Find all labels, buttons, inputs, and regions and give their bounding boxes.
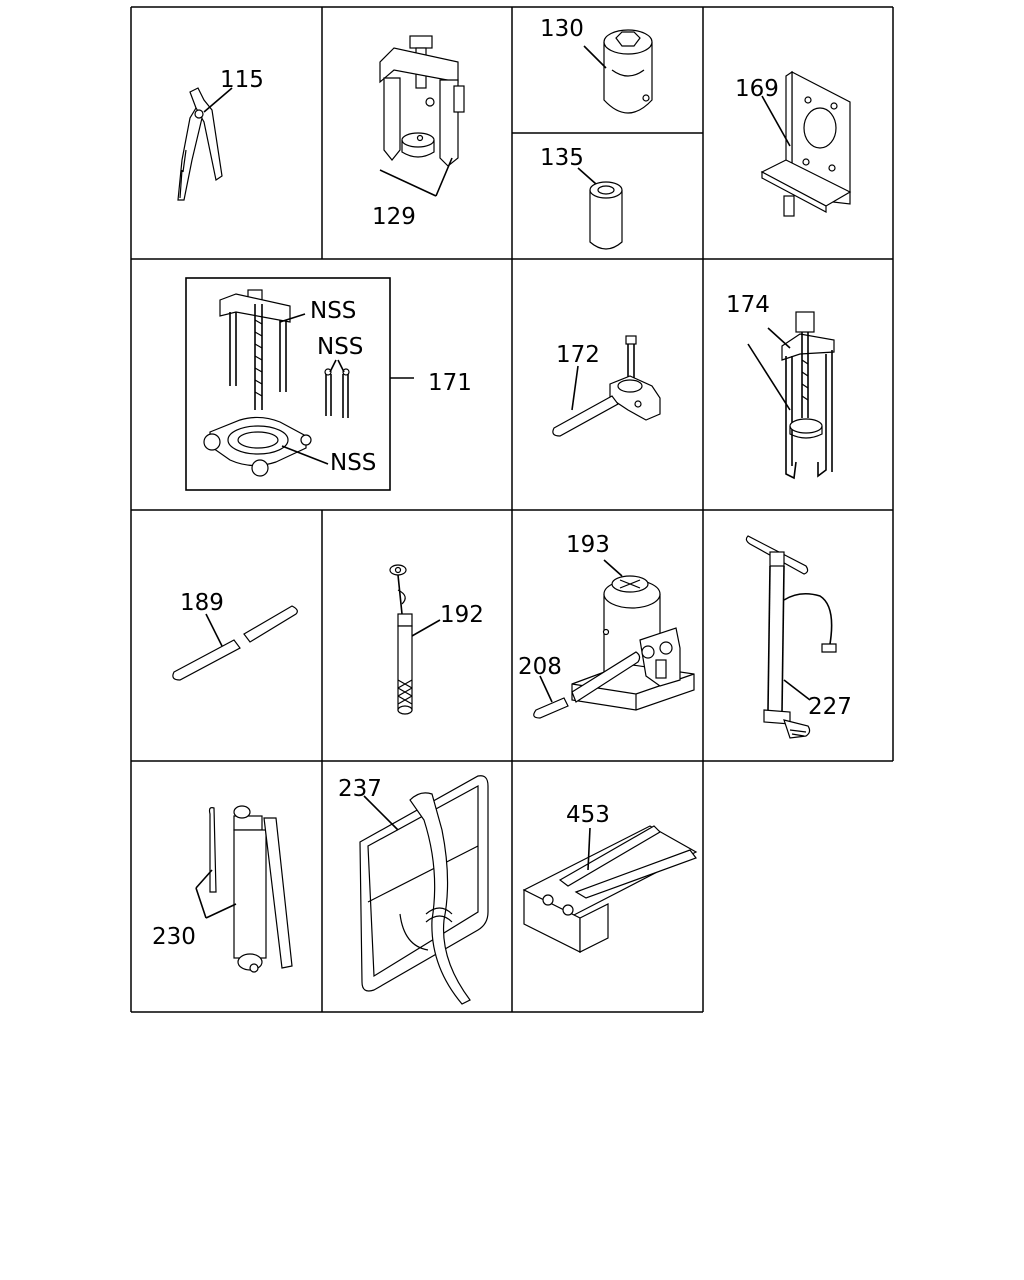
rod-189-drawing	[172, 605, 298, 681]
label-208: 208	[518, 654, 562, 680]
label-453: 453	[566, 802, 610, 828]
label-189: 189	[180, 590, 224, 616]
pliers-115-drawing	[177, 87, 233, 201]
puller-174-drawing	[747, 311, 835, 480]
grease-gun-230-drawing	[195, 805, 293, 973]
bag-237-drawing	[359, 775, 489, 1005]
label-237: 237	[338, 776, 382, 802]
label-171-nss-mid: NSS	[317, 334, 363, 360]
tool-192-drawing	[389, 564, 441, 715]
label-171-nss-bot: NSS	[330, 450, 376, 476]
puller-kit-171-drawing	[185, 277, 414, 491]
label-135: 135	[540, 145, 584, 171]
label-115: 115	[220, 67, 264, 93]
label-130: 130	[540, 16, 584, 42]
pump-227-drawing	[745, 535, 837, 739]
tool-172-drawing	[552, 335, 661, 437]
label-169: 169	[735, 76, 779, 102]
socket-130-drawing	[583, 29, 653, 114]
fixture-453-drawing	[522, 825, 698, 953]
label-230: 230	[152, 924, 196, 950]
sleeve-135-drawing	[577, 167, 623, 250]
handle-208-drawing	[533, 651, 641, 719]
label-227: 227	[808, 694, 852, 720]
label-174: 174	[726, 292, 770, 318]
label-129: 129	[372, 204, 416, 230]
label-171: 171	[428, 370, 472, 396]
label-172: 172	[556, 342, 600, 368]
bracket-169-drawing	[760, 70, 852, 217]
label-171-nss-top: NSS	[310, 298, 356, 324]
grid-lines	[130, 6, 894, 1013]
puller-129-drawing	[379, 35, 465, 197]
label-192: 192	[440, 602, 484, 628]
label-193: 193	[566, 532, 610, 558]
